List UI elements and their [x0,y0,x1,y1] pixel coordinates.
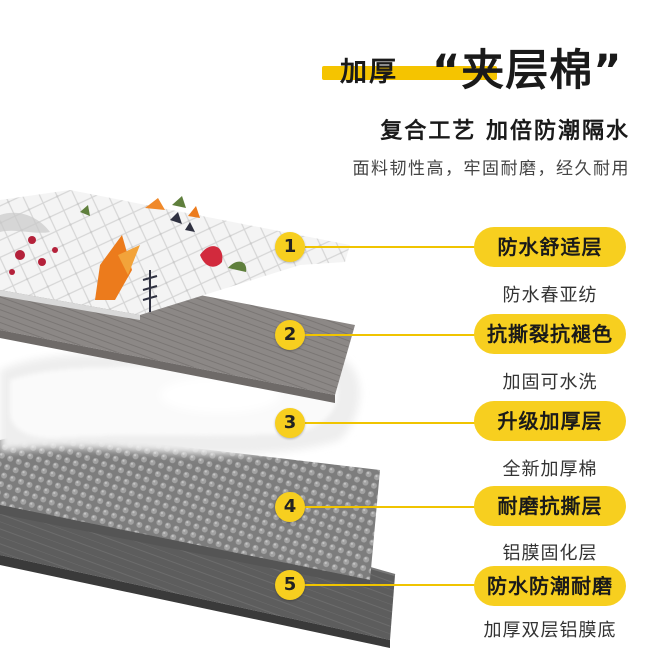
header: 加厚 “夹层棉” 复合工艺 加倍防潮隔水 面料韧性高，牢固耐磨，经久耐用 [0,0,670,190]
layer-2-desc: 加固可水洗 [502,372,598,393]
title-main: “夹层棉” [432,46,623,96]
layer-5-desc: 加厚双层铝膜底 [483,620,617,641]
subtitle: 复合工艺 加倍防潮隔水 [380,119,630,144]
layer-4-name: 耐磨抗撕层 [474,486,626,526]
layer-5-name: 防水防潮耐磨 [474,566,626,606]
layer-1-name: 防水舒适层 [474,227,626,267]
layer-4-desc: 铝膜固化层 [502,543,598,564]
layer-1-desc: 防水春亚纺 [502,285,598,306]
title-prefix: 加厚 [340,57,398,88]
tagline: 面料韧性高，牢固耐磨，经久耐用 [352,159,630,179]
layer-2-name: 抗撕裂抗褪色 [474,314,626,354]
layer-stack-illustration [0,190,396,648]
layer-1-sheet [0,190,350,320]
title-highlight-bar [322,66,497,80]
title: 加厚 “夹层棉” [322,30,642,96]
layer-3-name: 升级加厚层 [474,401,626,441]
layer-4-sheet [0,430,380,588]
layer-3-desc: 全新加厚棉 [502,459,598,480]
